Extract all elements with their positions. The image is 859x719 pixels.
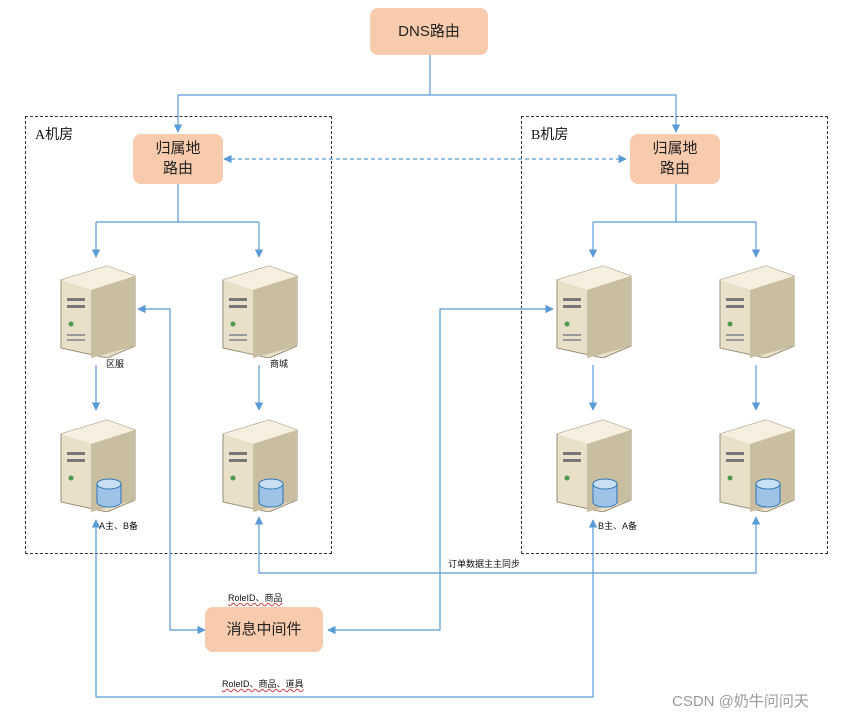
label-db-a: A主、B备 <box>99 521 139 531</box>
server-icon <box>222 265 298 358</box>
edge-b1-to-mq <box>327 304 554 635</box>
edge-dns-to-home-b <box>430 94 681 133</box>
server-icon <box>556 265 632 358</box>
server-icon <box>719 265 795 358</box>
zone-a-label: A机房 <box>35 128 74 143</box>
label-order-sync: 订单数据主主同步 <box>448 559 521 569</box>
home-router-b: 归属地 路由 <box>630 134 720 184</box>
label-mall-server: 商城 <box>270 359 289 369</box>
message-middleware: 消息中间件 <box>205 607 323 652</box>
edge-mq-to-a1 <box>137 304 206 635</box>
label-db-b: B主、A备 <box>598 521 638 531</box>
edge-home-a-split <box>96 184 259 223</box>
label-mq-out: RoleID、商品、道具 <box>222 679 304 689</box>
edge-db-loop <box>91 519 598 698</box>
watermark: CSDN @奶牛问问天 <box>672 693 809 710</box>
home-router-a: 归属地 路由 <box>133 134 223 184</box>
database-server-icon <box>60 419 136 512</box>
database-server-icon <box>719 419 795 512</box>
dns-router: DNS路由 <box>370 8 488 55</box>
database-server-icon <box>222 419 298 512</box>
database-server-icon <box>556 419 632 512</box>
edge-dns-to-home-a <box>173 94 430 133</box>
server-icon <box>60 265 136 358</box>
edge-home-b-split <box>593 184 756 223</box>
label-game-server: 区服 <box>106 359 125 369</box>
zone-b-label: B机房 <box>531 128 569 143</box>
label-mq-in: RoleID、商品 <box>228 593 283 603</box>
